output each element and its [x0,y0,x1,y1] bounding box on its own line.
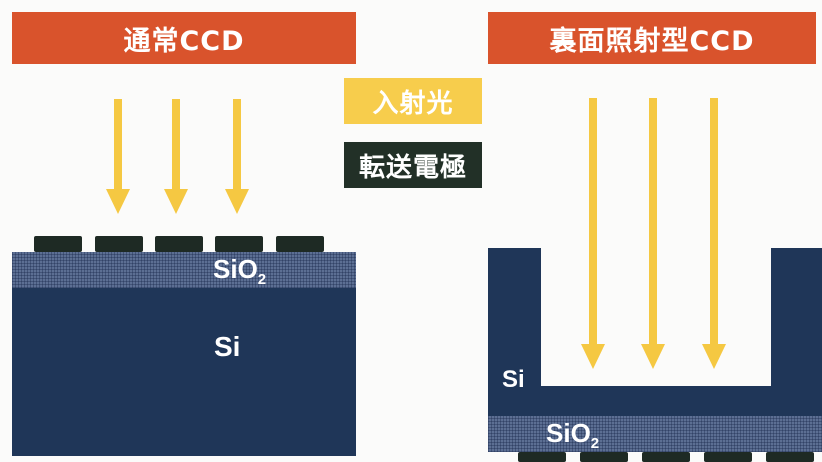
left-electrode-3 [155,236,203,252]
right-oxide-layer [488,416,822,452]
right-silicon-bottom [488,386,822,416]
right-light-arrow-3 [702,98,726,369]
left-electrode-1 [34,236,82,252]
legend-transfer-electrode: 転送電極 [344,142,482,188]
right-light-arrow-2 [641,98,665,369]
left-electrode-4 [215,236,263,252]
right-electrode-2 [580,452,628,462]
left-silicon-body [12,288,356,456]
right-oxide-label: SiO2 [546,418,600,452]
left-electrode-2 [95,236,143,252]
left-si-label: Si [214,331,241,362]
right-electrode-3 [642,452,690,462]
left-light-arrow-2 [164,99,188,214]
right-title-banner: 裏面照射型CCD [488,12,816,64]
left-electrode-5 [276,236,324,252]
right-electrode-4 [704,452,752,462]
left-title-banner: 通常CCD [12,12,356,64]
left-oxide-label: SiO2 [213,254,267,288]
legend-incident-light: 入射光 [344,78,482,124]
right-electrode-1 [518,452,566,462]
left-light-arrow-1 [106,99,130,214]
right-light-arrow-1 [581,98,605,369]
left-title: 通常CCD [123,25,245,57]
right-electrode-5 [766,452,814,462]
left-oxide-layer [12,252,356,288]
right-si-label: Si [502,366,525,393]
left-light-arrow-3 [225,99,249,214]
right-title: 裏面照射型CCD [549,25,755,57]
